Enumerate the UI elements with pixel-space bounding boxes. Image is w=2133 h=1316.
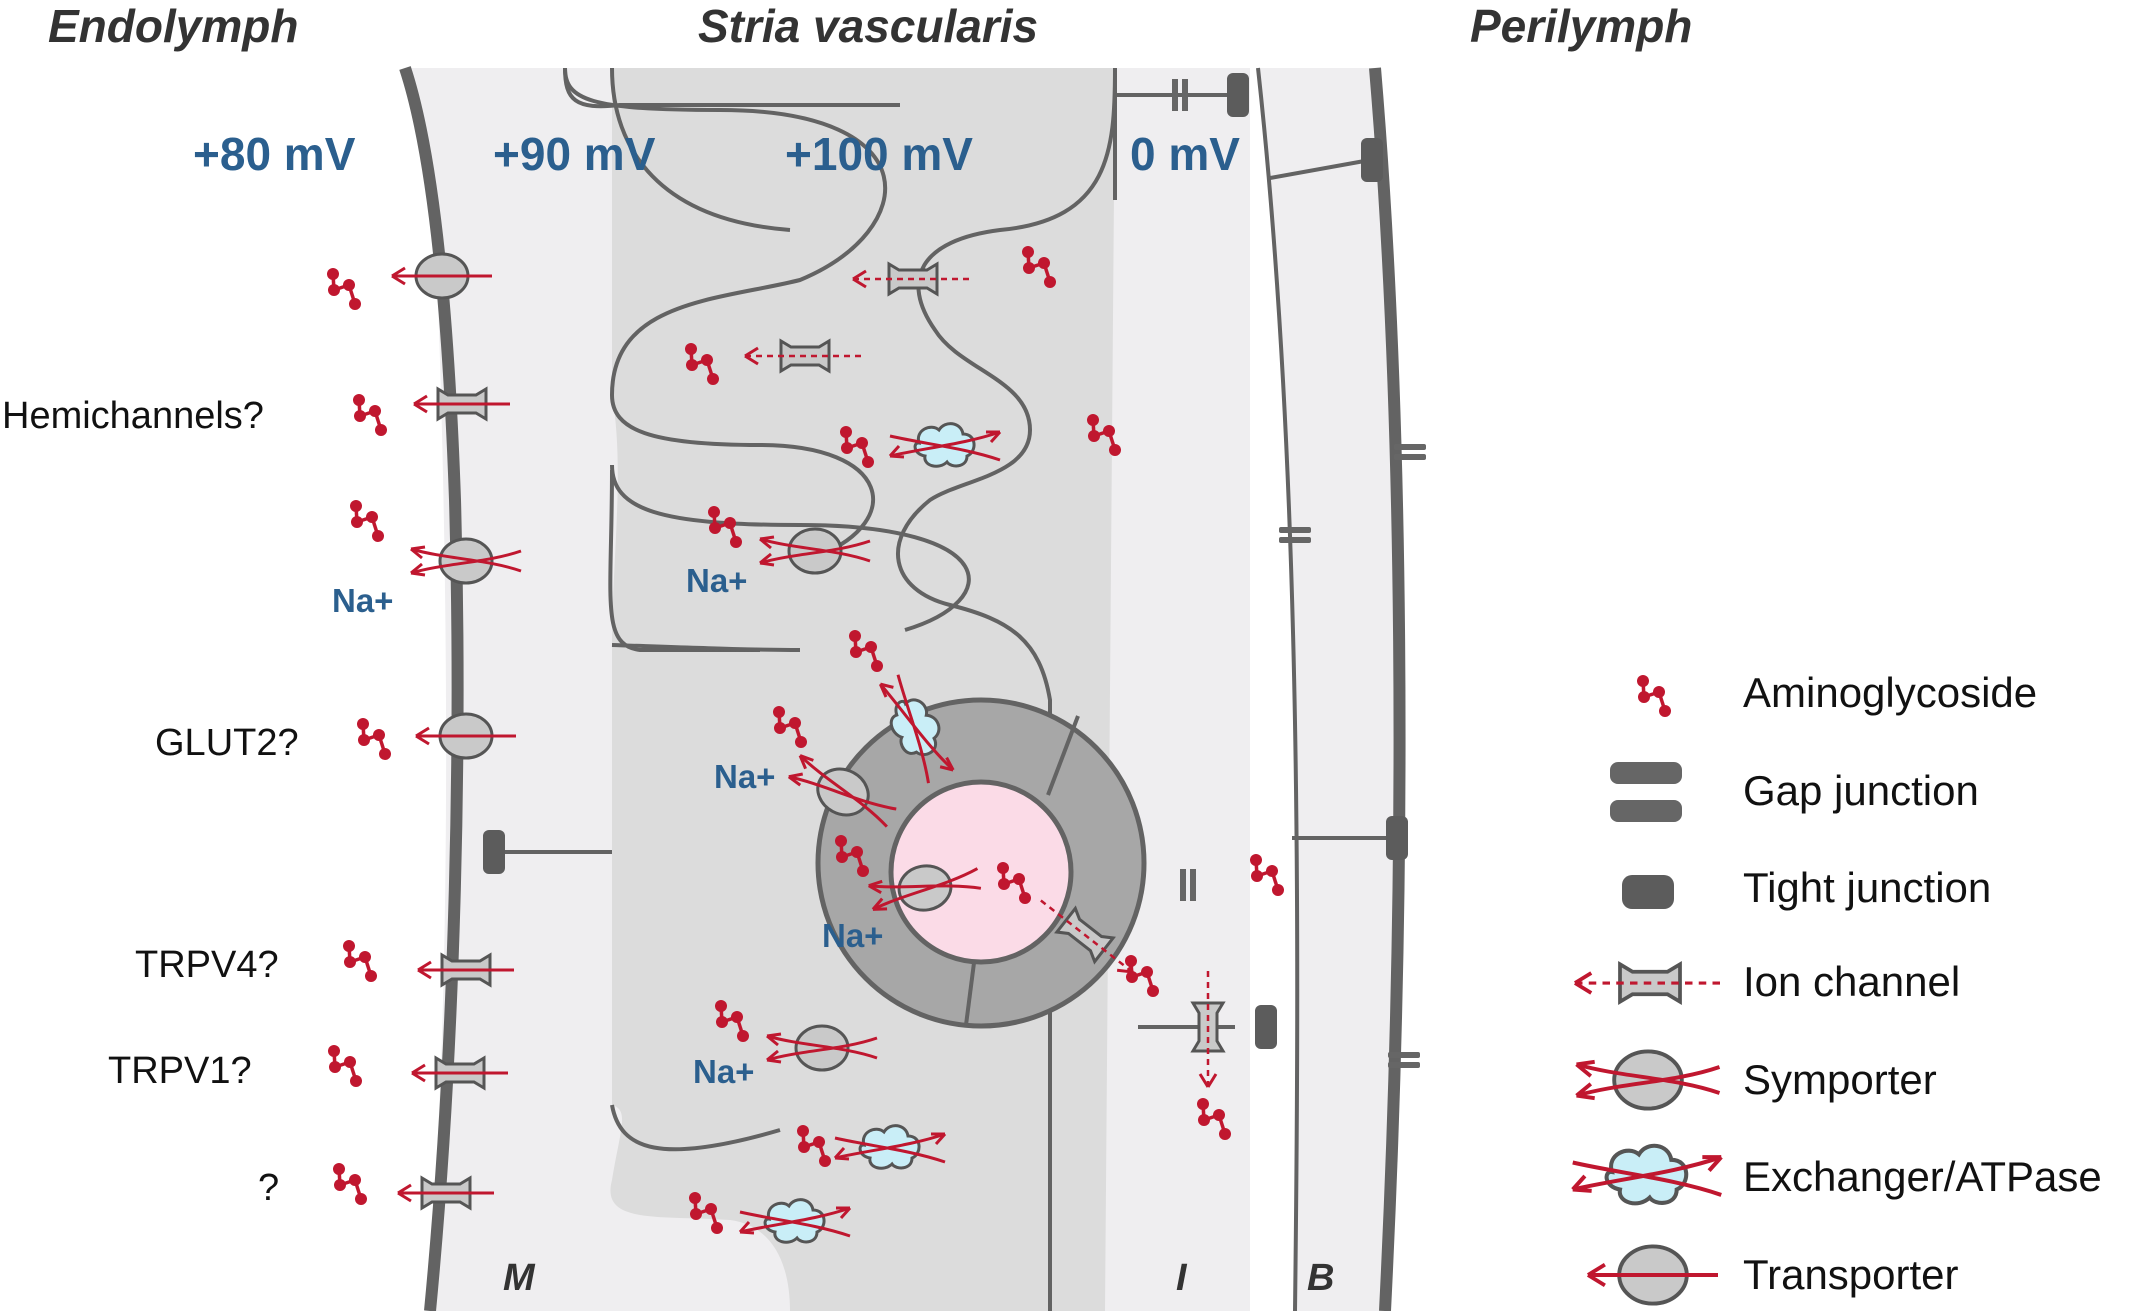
- legend-symporter: Symporter: [1743, 1056, 1937, 1103]
- legend-symporter-icon: [1574, 1049, 1722, 1111]
- legend-ion-channel: Ion channel: [1743, 958, 1960, 1005]
- aminoglycoside: [348, 498, 386, 544]
- legend-tight-junction-icon: [1622, 875, 1674, 909]
- nucleus: [888, 779, 1074, 965]
- aminoglycoside: [326, 1043, 364, 1089]
- legend-tight-junction: Tight junction: [1743, 864, 1991, 911]
- basal-cell-divider-top: [1269, 158, 1371, 180]
- na-label-lower: Na+: [693, 1053, 754, 1090]
- potential-intermediate: +100 mV: [785, 128, 973, 180]
- na-label-marginal: Na+: [686, 562, 747, 599]
- na-label-apical: Na+: [332, 582, 393, 619]
- potential-basal: 0 mV: [1130, 128, 1240, 180]
- cell-body-divider-1: [1046, 715, 1080, 796]
- label-unknown: ?: [258, 1167, 279, 1209]
- tight-junction-apical: [483, 830, 505, 874]
- aminoglycoside: [331, 1161, 369, 1207]
- legend-gap-junction: Gap junction: [1743, 767, 1979, 814]
- intermediate-interface: [895, 67, 1117, 1316]
- intermediate-fold-2: [610, 67, 791, 232]
- aminoglycoside: [351, 392, 389, 438]
- tight-junction-basal-bottom-2: [1386, 816, 1408, 860]
- aminoglycoside: [1248, 852, 1286, 898]
- legend-transporter-icon: [1586, 1244, 1720, 1306]
- marginal-fold-4: [608, 469, 760, 652]
- aminoglycoside: [325, 266, 363, 312]
- legend-aminoglycoside-icon: [1635, 673, 1673, 719]
- aminoglycoside: [341, 938, 379, 984]
- potential-endolymph: +80 mV: [193, 128, 356, 180]
- cell-body-divider-2: [964, 954, 977, 1026]
- basal-cell-layer: [1258, 68, 1400, 1311]
- basal-outer-membrane: [1369, 67, 1406, 1312]
- label-hemichannels: Hemichannels?: [2, 395, 264, 437]
- aminoglycoside: [355, 716, 393, 762]
- legend-ion-channel-icon: [1573, 962, 1727, 1004]
- header-stria-vascularis: Stria vascularis: [698, 0, 1038, 52]
- header-perilymph: Perilymph: [1470, 0, 1692, 52]
- marginal-fold-6: [610, 1104, 781, 1152]
- layer-label-intermediate: I: [1176, 1257, 1188, 1299]
- label-trpv1: TRPV1?: [108, 1050, 252, 1092]
- layer-label-basal: B: [1307, 1257, 1334, 1299]
- marginal-fold-2: [610, 394, 875, 557]
- marginal-intermediate-border: [1256, 67, 1300, 1312]
- header-endolymph: Endolymph: [48, 0, 298, 52]
- tight-junction-basal-bottom-1: [1255, 1005, 1277, 1049]
- legend-transporter: Transporter: [1743, 1251, 1959, 1298]
- na-label-cellbody: Na+: [714, 758, 775, 795]
- layer-label-marginal: M: [503, 1257, 536, 1299]
- label-trpv4: TRPV4?: [135, 944, 279, 986]
- legend-aminoglycoside: Aminoglycoside: [1743, 669, 2037, 716]
- tight-junction-basal-top-1: [1227, 73, 1249, 117]
- marginal-cell-outline: [563, 67, 900, 109]
- na-label-nucleus: Na+: [822, 917, 883, 954]
- label-glut2: GLUT2?: [155, 722, 299, 764]
- legend-gap-junction-icon: [1610, 762, 1682, 822]
- legend: Aminoglycoside Gap junction Tight juncti…: [1573, 669, 2102, 1306]
- marginal-fold-5: [611, 643, 801, 652]
- potential-marginal: +90 mV: [493, 128, 656, 180]
- legend-exchanger: Exchanger/ATPase: [1743, 1153, 2102, 1200]
- marginal-fold-3: [610, 464, 971, 632]
- tight-junction-basal-top-2: [1361, 138, 1383, 182]
- legend-exchanger-icon: [1573, 1146, 1722, 1204]
